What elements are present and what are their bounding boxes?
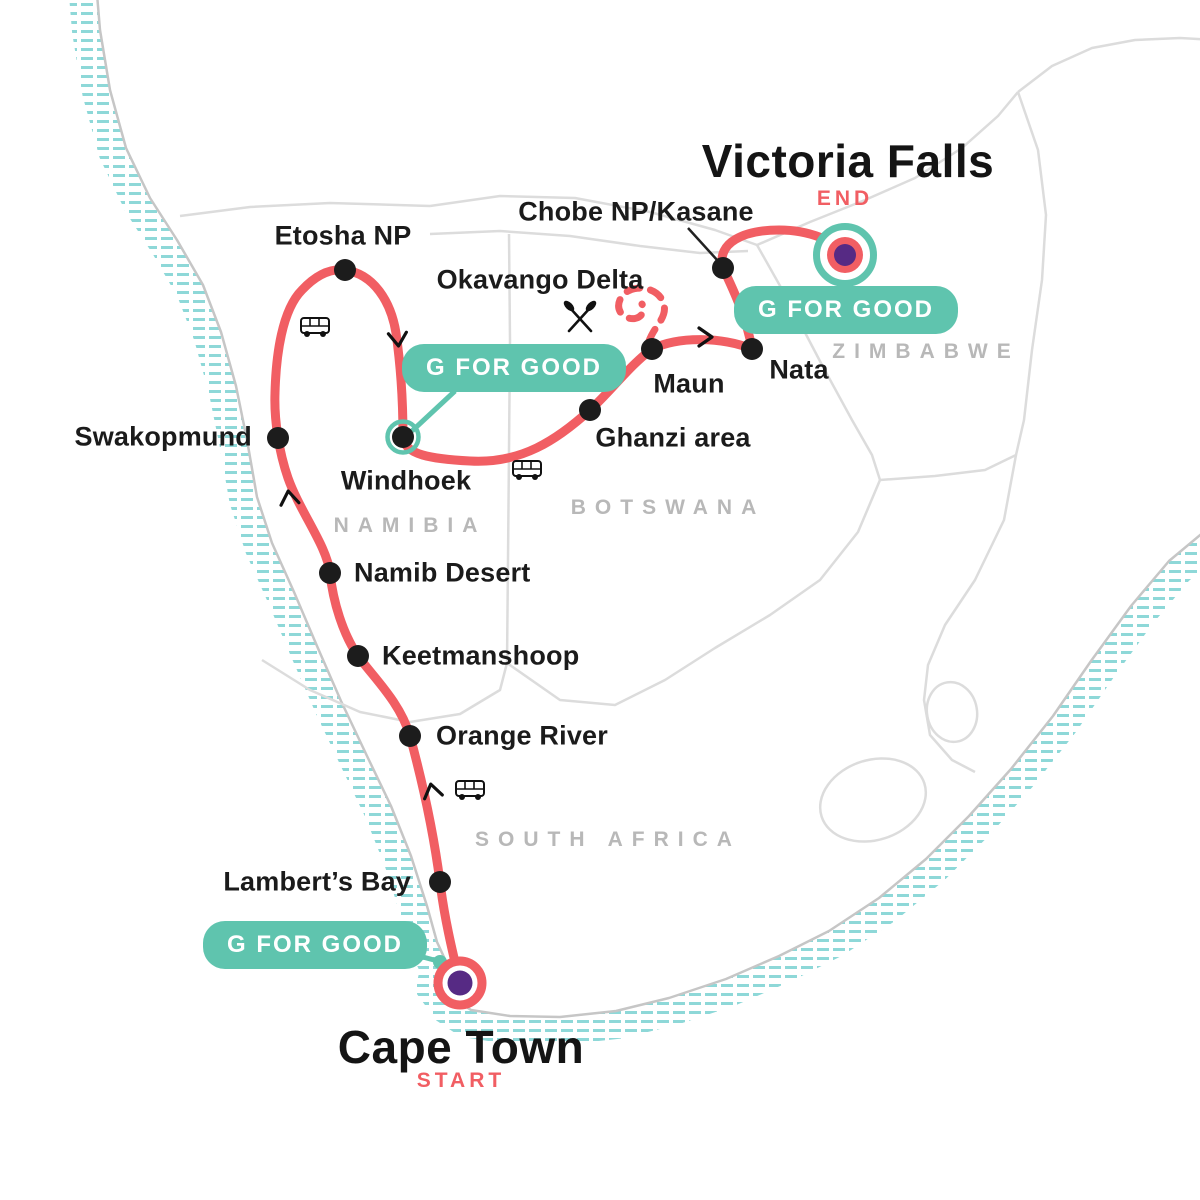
start-tag: START [416, 1069, 506, 1092]
route-direction-chevron [279, 489, 301, 507]
end-tag: END [816, 187, 874, 210]
route-direction-chevron [423, 782, 444, 801]
border-orange-river [261, 658, 509, 724]
border-southafrica-mozambique [922, 454, 1018, 774]
start-marker [433, 956, 487, 1010]
okavango-delta-loop [615, 284, 668, 345]
stop-dots [267, 257, 763, 893]
country-label-south-africa: SOUTH AFRICA [475, 828, 741, 851]
stop-dot-namib-desert [319, 562, 341, 584]
stop-dot-lamberts-bay [429, 871, 451, 893]
border-caprivi-bottom [429, 229, 749, 255]
stop-dot-nata [741, 338, 763, 360]
chobe-label-connector [687, 227, 719, 262]
stop-dot-ghanzi-area [579, 399, 601, 421]
stop-dot-windhoek [392, 426, 414, 448]
country-label-namibia: NAMIBIA [333, 514, 487, 537]
g-for-good-badge-windhoek: G FOR GOOD [402, 344, 626, 392]
border-namibia-botswana [505, 233, 512, 664]
country-label-zimbabwe: ZIMBABWE [832, 340, 1020, 363]
border-caprivi-top [429, 194, 758, 247]
country-label-botswana: BOTSWANA [570, 496, 766, 519]
border-namibia-angola [179, 201, 431, 218]
stop-label-nata: Nata [769, 354, 829, 385]
stop-label-etosha-np: Etosha NP [274, 220, 412, 251]
stop-label-ghanzi-area: Ghanzi area [595, 422, 751, 453]
border-southafrica-botswana [506, 479, 882, 707]
stop-dot-etosha-np [334, 259, 356, 281]
g-for-good-badge-victoria-falls: G FOR GOOD [734, 286, 958, 334]
windhoek-badge-ring [385, 419, 421, 455]
stop-dot-orange-river [399, 725, 421, 747]
border-lesotho [818, 757, 928, 843]
stop-label-keetmanshoop: Keetmanshoop [382, 640, 580, 671]
stop-label-windhoek: Windhoek [340, 465, 472, 496]
border-zimbabwe-zambia [756, 91, 1019, 247]
stop-label-orange-river: Orange River [436, 720, 608, 751]
route-direction-chevrons [279, 326, 714, 801]
stop-dot-swakopmund [267, 427, 289, 449]
end-marker [813, 223, 877, 287]
g-for-good-badge-cape-town: G FOR GOOD [203, 921, 427, 969]
route-direction-chevron [697, 326, 714, 348]
country-borders [179, 36, 1200, 843]
stop-label-okavango-delta: Okavango Delta [436, 264, 644, 295]
start-city-title: Cape Town [337, 1021, 585, 1073]
stop-label-swakopmund: Swakopmund [74, 421, 252, 452]
crossed-paddles-icon [563, 300, 597, 333]
stop-label-maun: Maun [653, 368, 725, 399]
windhoek-badge-connector [410, 389, 457, 433]
border-zimbabwe-mozambique [879, 91, 1048, 482]
stop-label-lamberts-bay: Lambert’s Bay [223, 866, 411, 897]
stop-dot-keetmanshoop [347, 645, 369, 667]
border-eswatini [925, 680, 979, 744]
end-city-title: Victoria Falls [701, 135, 995, 187]
route-direction-chevron [386, 330, 408, 348]
stop-label-namib-desert: Namib Desert [354, 557, 531, 588]
stop-dot-maun [641, 338, 663, 360]
border-topright [1017, 36, 1200, 93]
stop-dot-chobe [712, 257, 734, 279]
stop-label-chobe-np-kasane: Chobe NP/Kasane [518, 196, 754, 227]
